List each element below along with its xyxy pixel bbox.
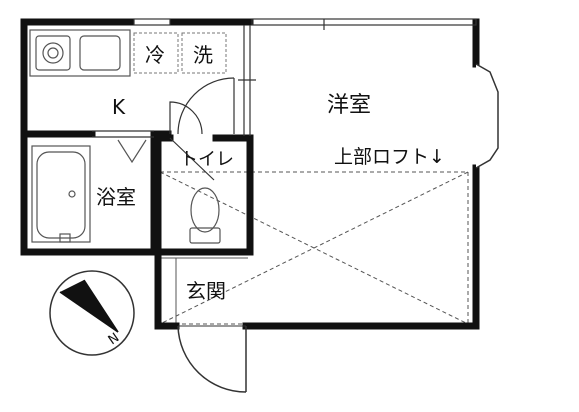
bay-window [475,63,499,169]
entrance-step [160,257,248,324]
fridge-space [133,32,179,74]
toilet-door [169,137,215,181]
washer-space [181,32,227,74]
toilet-label: トイレ [180,149,234,170]
loft-note-label: 上部ロフト↓ [334,146,445,168]
bath-sink [117,139,147,164]
entrance-door [177,325,247,393]
top-window [251,18,477,30]
walls [20,18,480,330]
toilet-fixture [189,187,221,244]
fridge-label: 冷 [145,43,165,67]
bath-label: 浴室 [96,185,136,209]
bath-door [92,130,154,138]
entrance-label: 玄関 [186,279,226,303]
kitchen-window [133,18,171,26]
compass: N [49,270,135,356]
kitchen-door [169,77,235,135]
washer-label: 洗 [193,43,213,67]
compass-needle [60,280,118,332]
kitchen-label: K [112,95,126,119]
kitchen-counter [29,29,131,77]
partition-slider [238,25,256,136]
bathtub [31,145,91,243]
western-room-label: 洋室 [327,93,371,118]
